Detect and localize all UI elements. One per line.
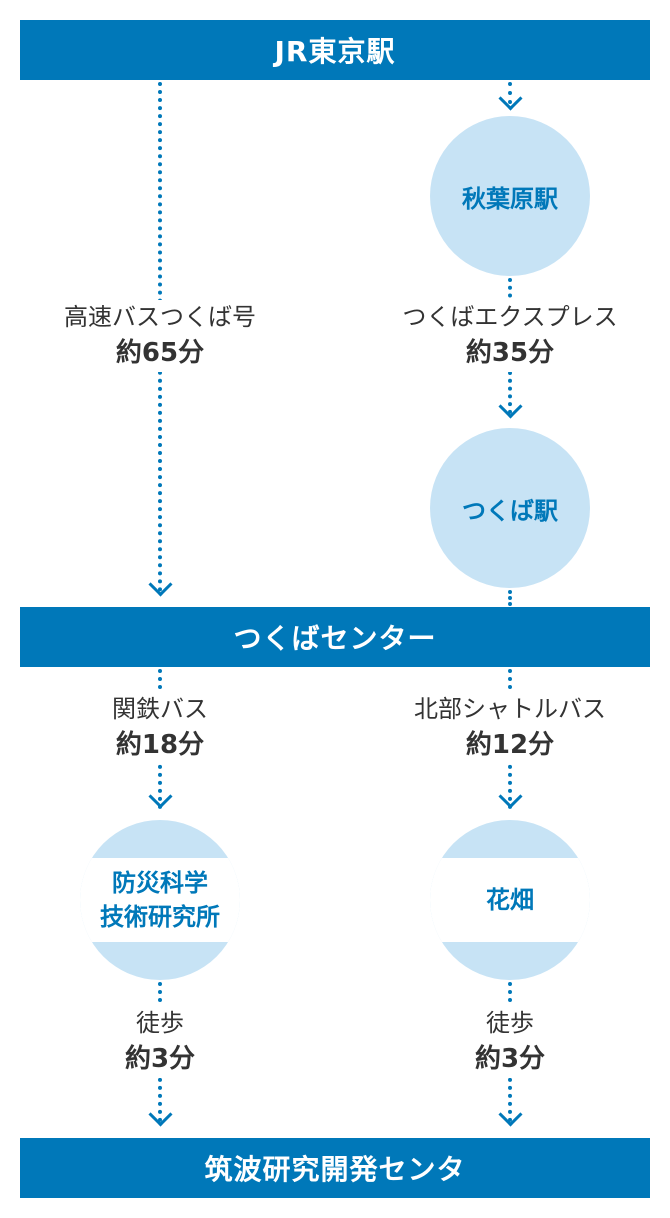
down-arrow-icon <box>498 394 523 419</box>
route-mode: 徒歩 <box>486 1009 534 1037</box>
route-label-kantetsu-bus: 関鉄バス 約18分 <box>30 692 290 764</box>
down-arrow-icon <box>148 784 173 809</box>
down-arrow-icon <box>148 1102 173 1127</box>
route-line-tsukuba-center <box>508 590 512 606</box>
route-time: 約65分 <box>115 338 205 368</box>
route-time: 約3分 <box>124 1044 196 1074</box>
station-label-tsukuba: つくば駅 <box>462 496 558 525</box>
station-node-akihabara: 秋葉原駅 <box>430 116 590 276</box>
facility-label-line1: 防災科学 <box>112 869 208 897</box>
route-label-highway-bus: 高速バスつくば号 約65分 <box>30 300 290 372</box>
route-time: 約18分 <box>115 730 205 760</box>
route-label-north-shuttle: 北部シャトルバス 約12分 <box>380 692 640 764</box>
facility-node-bosai: 防災科学 技術研究所 <box>80 820 240 980</box>
down-arrow-icon <box>498 1102 523 1127</box>
route-label-tsukuba-express: つくばエクスプレス 約35分 <box>380 300 640 372</box>
station-bar-research-center: 筑波研究開発センタ <box>20 1138 650 1198</box>
station-node-tsukuba: つくば駅 <box>430 428 590 588</box>
down-arrow-icon <box>498 86 523 111</box>
facility-label: 花畑 <box>486 886 534 914</box>
route-mode: 高速バスつくば号 <box>64 303 256 331</box>
station-label-akihabara: 秋葉原駅 <box>462 184 558 213</box>
facility-label-band: 花畑 <box>430 858 590 942</box>
station-bar-tokyo: JR東京駅 <box>20 20 650 80</box>
down-arrow-icon <box>148 572 173 597</box>
route-line-tokyo-akihabara <box>508 82 512 104</box>
facility-label-band: 防災科学 技術研究所 <box>80 858 240 942</box>
route-label-walk-left: 徒歩 約3分 <box>30 1006 290 1078</box>
station-label-tokyo: JR東京駅 <box>274 35 396 68</box>
facility-label-line2: 技術研究所 <box>100 903 220 931</box>
route-label-walk-right: 徒歩 約3分 <box>380 1006 640 1078</box>
route-time: 約12分 <box>465 730 555 760</box>
route-time: 約35分 <box>465 338 555 368</box>
down-arrow-icon <box>498 784 523 809</box>
route-mode: つくばエクスプレス <box>402 303 618 331</box>
route-mode: 関鉄バス <box>112 695 208 723</box>
station-label-research-center: 筑波研究開発センタ <box>204 1153 466 1186</box>
route-mode: 北部シャトルバス <box>414 695 606 723</box>
station-label-tsukuba-center: つくばセンター <box>233 622 437 655</box>
facility-node-hanabatake: 花畑 <box>430 820 590 980</box>
route-mode: 徒歩 <box>136 1009 184 1037</box>
route-time: 約3分 <box>474 1044 546 1074</box>
station-bar-tsukuba-center: つくばセンター <box>20 607 650 667</box>
